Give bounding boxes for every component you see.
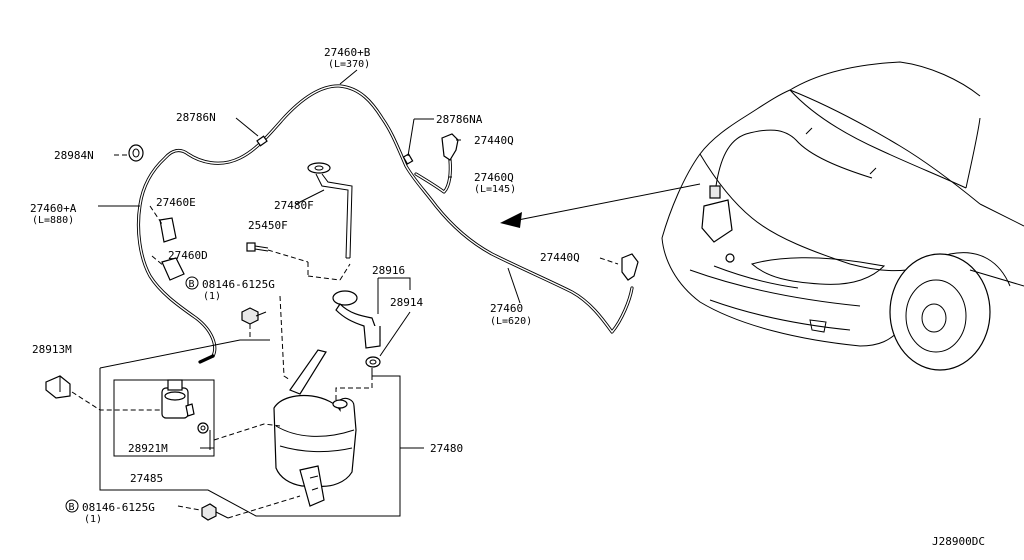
clip-28786na-shape xyxy=(402,153,414,165)
washer-tank-drawing xyxy=(273,349,357,507)
screw-25450f xyxy=(246,242,269,252)
hose-clips xyxy=(159,135,414,281)
label-clip-27460d: 27460D xyxy=(168,249,208,262)
label-nozzle-right-bottom: 27440Q xyxy=(540,251,580,264)
diagram-code: J28900DC xyxy=(932,535,985,548)
label-hose-main-length: (L=620) xyxy=(490,316,532,327)
label-screw: 25450F xyxy=(248,219,288,232)
label-hose-a-length: (L=880) xyxy=(32,215,74,226)
direction-arrow-icon xyxy=(500,183,701,228)
bolt-top xyxy=(241,307,267,325)
label-cap: 28913M xyxy=(32,343,72,356)
clip-27460e-shape xyxy=(159,217,177,243)
motor-28921m xyxy=(161,379,209,434)
bolt-marker-bottom: B xyxy=(69,502,75,513)
hose-routing xyxy=(136,84,634,364)
label-filler-neck: 28916 xyxy=(372,264,405,277)
bolt-circle-icon: B xyxy=(65,499,79,513)
label-clip-28786na: 28786NA xyxy=(436,113,483,126)
label-bolt-top-qty: (1) xyxy=(203,291,221,302)
nozzle-right-top xyxy=(441,133,459,161)
bolt-circle-icon: B xyxy=(185,276,199,290)
cap-28913m xyxy=(45,375,71,399)
label-bolt-bottom-qty: (1) xyxy=(84,514,102,525)
label-filler-tube: 27480F xyxy=(274,199,314,212)
seal-28914 xyxy=(365,356,381,368)
bolt-bottom xyxy=(201,503,229,521)
label-clip-28786n: 28786N xyxy=(176,111,216,124)
clip-27460d-shape xyxy=(161,257,185,281)
label-motor: 28921M xyxy=(128,442,168,455)
label-hose-main: 27460 xyxy=(490,302,523,315)
filler-tube-27480f xyxy=(307,162,353,259)
label-grommet: 28984N xyxy=(54,149,94,162)
label-hose-q: 27460Q xyxy=(474,171,514,184)
label-clip-27460e: 27460E xyxy=(156,196,196,209)
label-hose-q-length: (L=145) xyxy=(474,184,516,195)
nozzle-right-bottom xyxy=(621,253,639,281)
car-front-drawing xyxy=(661,61,1024,371)
label-tank-assy: 27480 xyxy=(430,442,463,455)
part-labels: 27460+B (L=370) 28786N 28786NA 28984N 27… xyxy=(30,46,985,548)
label-hose-b-length: (L=370) xyxy=(328,59,370,70)
label-nozzle-right-top: 27440Q xyxy=(474,134,514,147)
grommet-28984n xyxy=(128,144,144,162)
label-hose-a: 27460+A xyxy=(30,202,77,215)
filler-neck-28916 xyxy=(332,290,381,349)
label-seal: 28914 xyxy=(390,296,423,309)
label-bolt-top: 08146-6125G xyxy=(202,278,275,291)
clip-28786n-shape xyxy=(256,135,268,147)
label-pump-assy: 27485 xyxy=(130,472,163,485)
label-hose-b: 27460+B xyxy=(324,46,371,59)
bolt-marker-top: B xyxy=(189,279,195,290)
leader-lines xyxy=(71,69,619,519)
label-bolt-bottom: 08146-6125G xyxy=(82,501,155,514)
